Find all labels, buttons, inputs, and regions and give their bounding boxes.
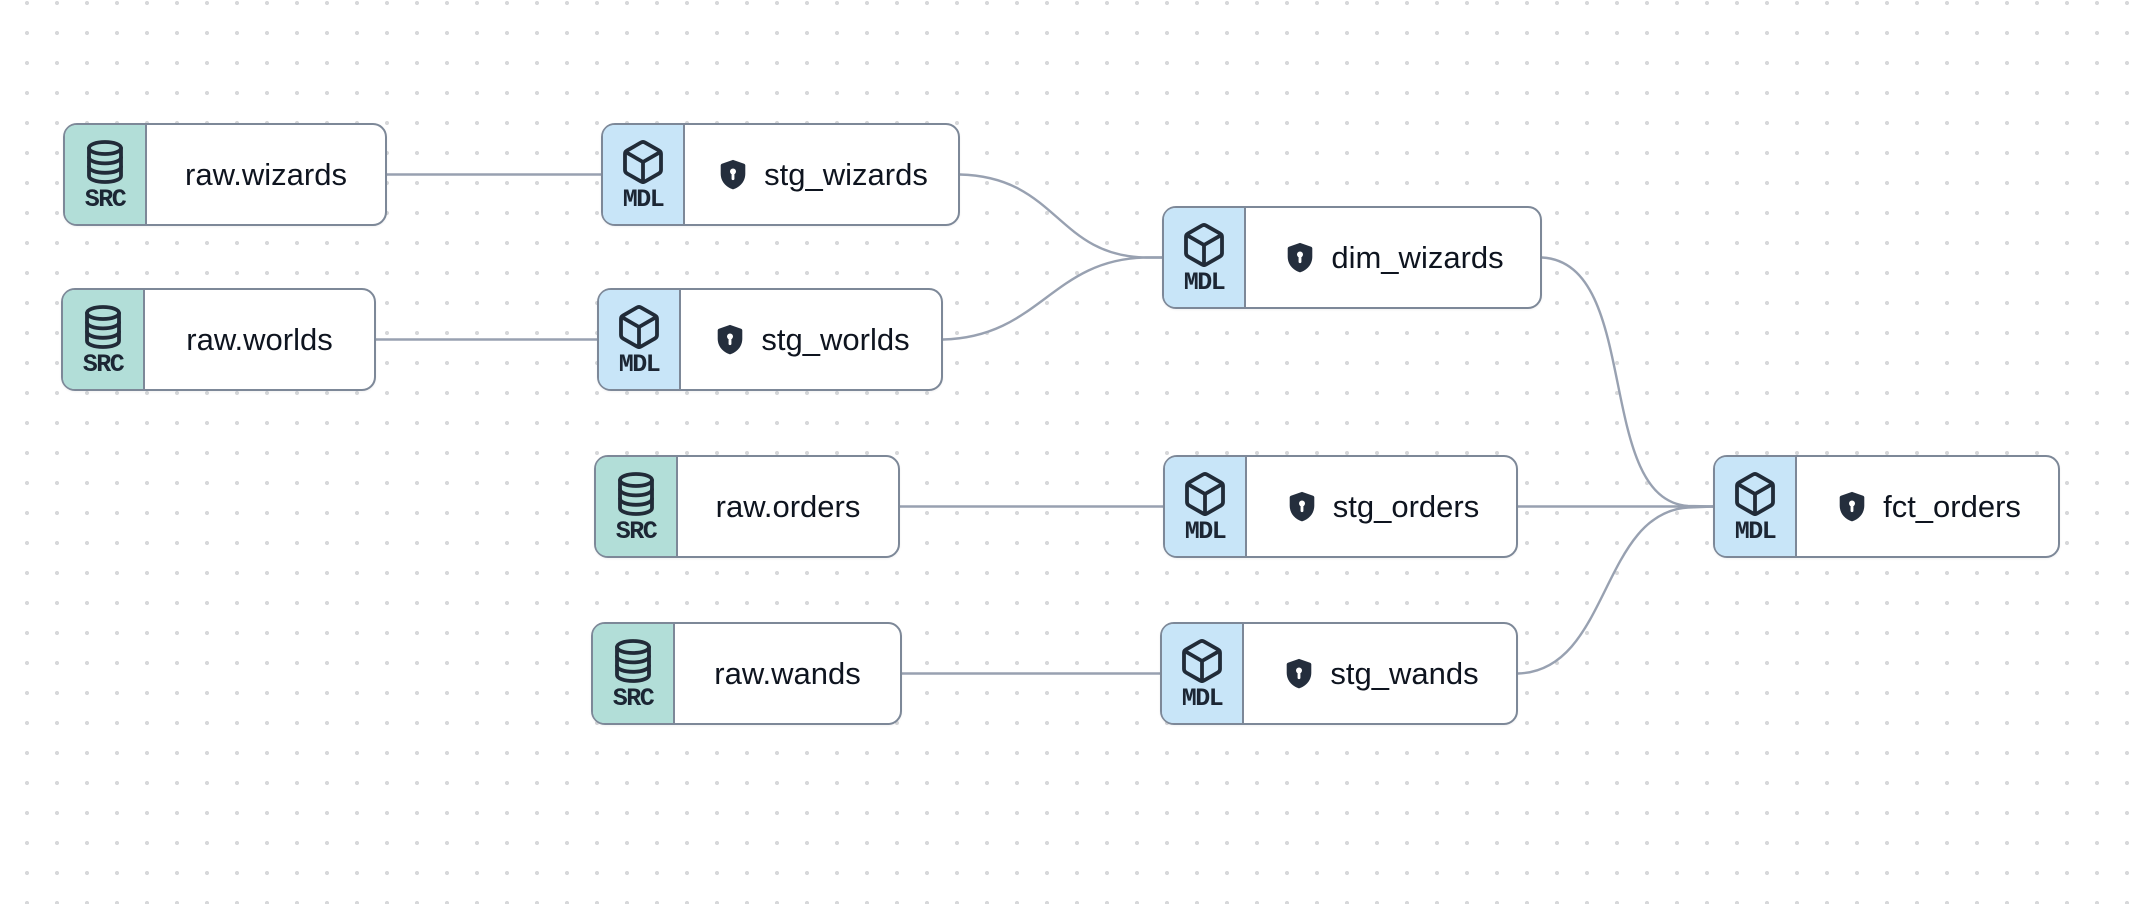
- node-body: stg_orders: [1247, 457, 1516, 556]
- node-stg-wands[interactable]: MDL stg_wands: [1160, 622, 1518, 725]
- shield-lock-icon: [718, 324, 743, 354]
- node-raw-worlds[interactable]: SRC raw.worlds: [61, 288, 376, 391]
- node-body: dim_wizards: [1246, 208, 1540, 307]
- source-type-badge: SRC: [593, 624, 675, 723]
- badge-label: MDL: [1184, 516, 1227, 546]
- cube-icon: [1184, 222, 1224, 267]
- badge-label: MDL: [618, 349, 661, 379]
- badge-label: SRC: [615, 516, 658, 546]
- badge-label: MDL: [1183, 267, 1226, 297]
- node-body: stg_worlds: [681, 290, 941, 389]
- node-fct-orders[interactable]: MDL fct_orders: [1713, 455, 2060, 558]
- badge-label: SRC: [82, 349, 125, 379]
- node-stg-orders[interactable]: MDL stg_orders: [1163, 455, 1518, 558]
- node-label: stg_orders: [1332, 489, 1480, 524]
- node-label: stg_wands: [1330, 656, 1479, 691]
- badge-label: SRC: [84, 184, 127, 214]
- node-label: raw.wands: [714, 656, 861, 691]
- shield-lock-icon: [1288, 242, 1313, 272]
- cube-icon: [619, 304, 659, 349]
- database-icon: [87, 139, 123, 184]
- cube-icon: [1182, 638, 1222, 683]
- model-type-badge: MDL: [1715, 457, 1797, 556]
- database-icon: [85, 304, 121, 349]
- database-icon: [618, 471, 654, 516]
- node-stg-wizards[interactable]: MDL stg_wizards: [601, 123, 960, 226]
- node-label: raw.orders: [715, 489, 861, 524]
- node-label: stg_wizards: [764, 157, 928, 192]
- node-body: fct_orders: [1797, 457, 2058, 556]
- model-type-badge: MDL: [599, 290, 681, 389]
- node-dim-wizards[interactable]: MDL dim_wizards: [1162, 206, 1542, 309]
- edge-stg-worlds-to-dim-wizards[interactable]: [941, 256, 1164, 341]
- badge-label: SRC: [612, 683, 655, 713]
- node-body: raw.wizards: [147, 125, 385, 224]
- cube-icon: [1735, 471, 1775, 516]
- model-type-badge: MDL: [1164, 208, 1246, 307]
- cube-icon: [1185, 471, 1225, 516]
- node-raw-wizards[interactable]: SRC raw.wizards: [63, 123, 387, 226]
- badge-label: MDL: [1734, 516, 1777, 546]
- shield-lock-icon: [1287, 658, 1312, 688]
- source-type-badge: SRC: [63, 290, 145, 389]
- node-body: raw.wands: [675, 624, 900, 723]
- database-icon: [615, 638, 651, 683]
- shield-lock-icon: [1289, 491, 1315, 521]
- node-label: raw.worlds: [186, 322, 333, 357]
- node-body: raw.orders: [678, 457, 898, 556]
- edge-dim-wizards-to-fct-orders[interactable]: [1540, 256, 1715, 508]
- node-body: raw.worlds: [145, 290, 374, 389]
- edge-stg-wands-to-fct-orders[interactable]: [1516, 505, 1715, 675]
- shield-lock-icon: [720, 159, 746, 189]
- source-type-badge: SRC: [596, 457, 678, 556]
- node-label: dim_wizards: [1331, 240, 1504, 275]
- model-type-badge: MDL: [1165, 457, 1247, 556]
- node-label: raw.wizards: [185, 157, 347, 192]
- model-type-badge: MDL: [1162, 624, 1244, 723]
- shield-lock-icon: [1839, 491, 1865, 521]
- source-type-badge: SRC: [65, 125, 147, 224]
- node-raw-wands[interactable]: SRC raw.wands: [591, 622, 902, 725]
- node-body: stg_wizards: [685, 125, 958, 224]
- badge-label: MDL: [622, 184, 665, 214]
- node-raw-orders[interactable]: SRC raw.orders: [594, 455, 900, 558]
- model-type-badge: MDL: [603, 125, 685, 224]
- cube-icon: [623, 139, 663, 184]
- node-body: stg_wands: [1244, 624, 1516, 723]
- node-label: fct_orders: [1883, 489, 2021, 524]
- badge-label: MDL: [1181, 683, 1224, 713]
- node-stg-worlds[interactable]: MDL stg_worlds: [597, 288, 943, 391]
- node-label: stg_worlds: [761, 322, 910, 357]
- edge-stg-wizards-to-dim-wizards[interactable]: [958, 173, 1164, 259]
